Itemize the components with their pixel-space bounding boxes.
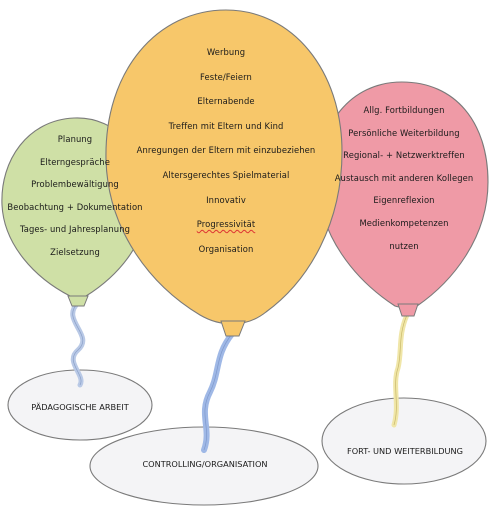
pink-balloon-list: Allg. Fortbildungen Persönliche Weiterbi…	[326, 99, 482, 257]
green-item: Planung	[57, 134, 93, 144]
balloon-yellow-knot	[220, 320, 246, 337]
green-item: Elterngespräche	[40, 156, 110, 167]
yellow-balloon-list: Werbung Feste/Feiern Elternabende Treffe…	[120, 40, 332, 261]
yellow-item: Werbung	[206, 47, 246, 57]
base-label-fort-und-weiterbildung: FORT- UND WEITERBILDUNG	[347, 446, 463, 456]
pink-item: Austausch mit anderen Kollegen	[334, 172, 474, 183]
balloon-pink-knot	[397, 303, 419, 317]
base-ellipse-left	[7, 369, 153, 441]
pink-item: Allg. Fortbildungen	[363, 105, 445, 115]
green-item: Beobachtung + Dokumentation	[7, 201, 143, 212]
base-label-paedagogische-arbeit: PÄDAGOGISCHE ARBEIT	[31, 402, 129, 412]
balloon-green-knot	[67, 295, 89, 307]
base-ellipse-right	[321, 397, 487, 485]
yellow-item: Altersgerechtes Spielmaterial	[162, 169, 290, 180]
yellow-item: Progressivität	[196, 219, 256, 230]
string-pink-outline	[393, 314, 408, 426]
pink-item: Eigenreflexion	[373, 195, 435, 206]
yellow-item: Elternabende	[197, 96, 255, 107]
green-item: Zielsetzung	[50, 246, 100, 257]
green-item: Tages- und Jahresplanung	[19, 224, 131, 235]
yellow-item: Innovativ	[206, 194, 246, 205]
string-yellow-outline	[203, 333, 233, 451]
pink-item: Regional- + Netzwerktreffen	[343, 150, 465, 161]
yellow-item: Treffen mit Eltern und Kind	[168, 120, 284, 131]
pink-item: Medienkompetenzen	[359, 217, 449, 228]
yellow-item: Organisation	[198, 243, 254, 254]
yellow-item: Anregungen der Eltern mit einzubeziehen	[136, 145, 316, 156]
pink-item: nutzen	[389, 240, 419, 251]
pink-item: Persönliche Weiterbildung	[348, 127, 460, 138]
base-label-controlling-organisation: CONTROLLING/ORGANISATION	[142, 459, 268, 469]
string-green-outline	[72, 302, 84, 386]
green-item: Problembewältigung	[31, 179, 119, 190]
yellow-item: Feste/Feiern	[200, 71, 252, 82]
green-balloon-list: Planung Elterngespräche Problembewältigu…	[4, 128, 146, 264]
